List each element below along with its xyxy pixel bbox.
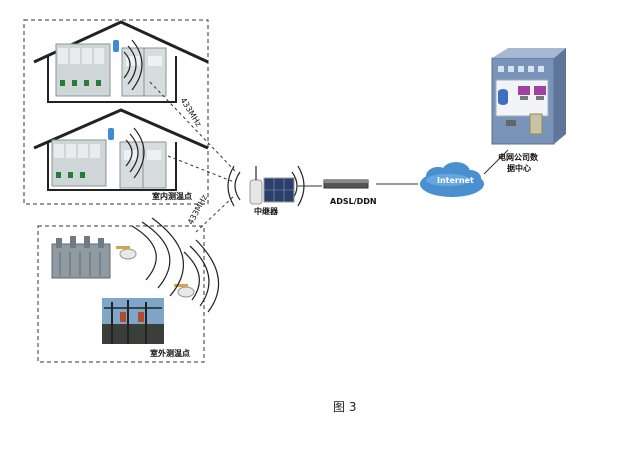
indoor-points-label: 室内测温点 [152,192,192,201]
adsl-modem [323,179,369,189]
adsl-label: ADSL/DDN [330,197,377,206]
outdoor-signal-arcs [131,217,220,313]
outdoor-sensors [116,246,195,298]
internet-label: Internet [437,176,474,185]
relay-label: 中继器 [254,207,278,216]
outdoor-region-border [37,225,205,363]
upper-substation-house [33,20,209,103]
transformer-image [51,236,111,279]
indoor-signal-arcs [123,39,145,179]
datacenter-label-line2: 据中心 [507,164,531,173]
internet-cloud [420,162,484,197]
outdoor-points-label: 室外测温点 [150,349,190,358]
datacenter-label-line1: 电网公司数 [498,153,538,162]
lower-substation-house [33,108,209,191]
outdoor-substation-photo [102,298,164,344]
internet-to-datacenter-line [483,149,509,175]
relay-device [249,166,295,205]
datacenter-building [491,48,566,145]
figure-caption: 图 3 [333,400,357,414]
indoor-region-border [23,19,209,205]
